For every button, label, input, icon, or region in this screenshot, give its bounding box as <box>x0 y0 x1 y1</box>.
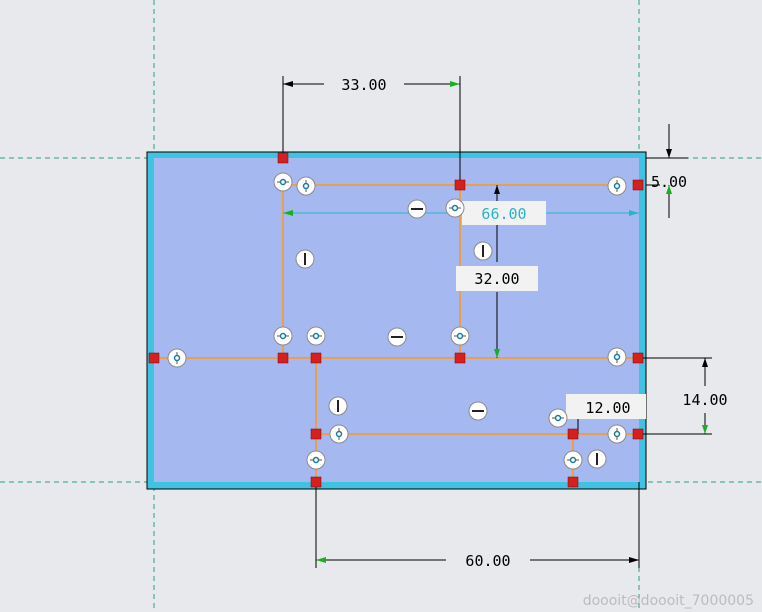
endpoint-marker[interactable] <box>632 428 644 440</box>
vertical-constraint-icon[interactable] <box>607 347 627 367</box>
endpoint-marker[interactable] <box>277 152 289 164</box>
vertical-constraint-icon[interactable] <box>167 348 187 368</box>
dimension-32[interactable]: 32.00 <box>474 270 519 288</box>
horizontal-constraint-icon[interactable] <box>445 198 465 218</box>
dimension-66[interactable]: 66.00 <box>481 205 526 223</box>
endpoint-markers[interactable] <box>148 152 644 488</box>
endpoint-marker[interactable] <box>454 352 466 364</box>
horizontal-constraint-icon[interactable] <box>273 326 293 346</box>
vertical-constraint-icon[interactable] <box>607 176 627 196</box>
dimension-5[interactable]: 5.00 <box>651 173 687 191</box>
endpoint-marker[interactable] <box>632 179 644 191</box>
vertical-constraint-icon[interactable] <box>473 241 493 261</box>
endpoint-marker[interactable] <box>148 352 160 364</box>
dimension-label-boxes <box>456 201 646 419</box>
arrowheads <box>283 81 708 563</box>
vertical-constraint-icon[interactable] <box>587 449 607 469</box>
endpoint-marker[interactable] <box>310 428 322 440</box>
horizontal-constraint-icon[interactable] <box>548 408 568 428</box>
watermark: doooit@doooit_7000005 <box>583 593 754 609</box>
endpoint-marker[interactable] <box>310 476 322 488</box>
vertical-constraint-icon[interactable] <box>329 424 349 444</box>
endpoint-marker[interactable] <box>454 179 466 191</box>
endpoint-marker[interactable] <box>567 476 579 488</box>
dimension-12[interactable]: 12.00 <box>585 399 630 417</box>
horizontal-constraint-icon[interactable] <box>450 326 470 346</box>
horizontal-constraint-icon[interactable] <box>273 172 293 192</box>
horizontal-constraint-icon[interactable] <box>563 450 583 470</box>
horizontal-constraint-icon[interactable] <box>387 327 407 347</box>
endpoint-marker[interactable] <box>567 428 579 440</box>
dimension-14[interactable]: 14.00 <box>682 391 727 409</box>
horizontal-constraint-icon[interactable] <box>306 326 326 346</box>
horizontal-constraint-icon[interactable] <box>468 401 488 421</box>
plate-fill[interactable] <box>154 158 639 482</box>
vertical-constraint-icon[interactable] <box>295 249 315 269</box>
endpoint-marker[interactable] <box>310 352 322 364</box>
endpoint-marker[interactable] <box>632 352 644 364</box>
horizontal-constraint-icon[interactable] <box>407 199 427 219</box>
dimension-60[interactable]: 60.00 <box>465 552 510 570</box>
dimension-33[interactable]: 33.00 <box>341 76 386 94</box>
vertical-constraint-icon[interactable] <box>296 176 316 196</box>
endpoint-marker[interactable] <box>277 352 289 364</box>
horizontal-constraint-icon[interactable] <box>306 450 326 470</box>
vertical-constraint-icon[interactable] <box>607 424 627 444</box>
vertical-constraint-icon[interactable] <box>328 396 348 416</box>
